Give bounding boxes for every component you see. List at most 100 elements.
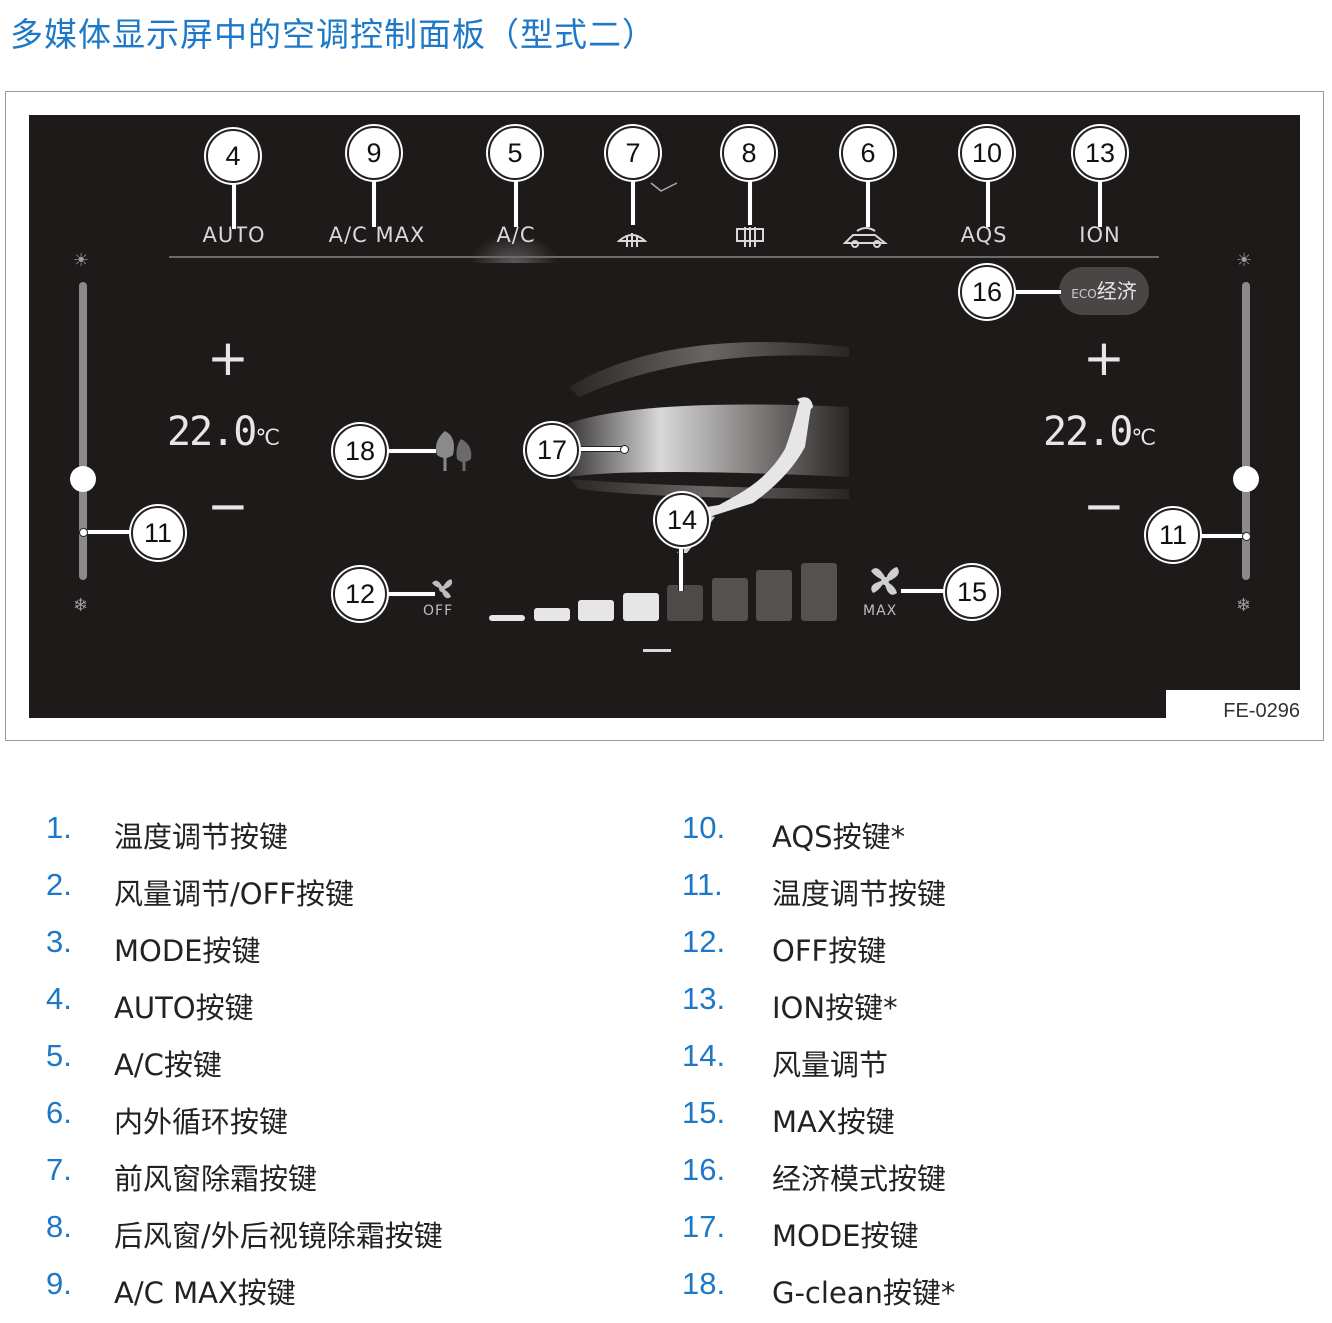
recirculation-button[interactable]	[841, 225, 891, 249]
ac-button[interactable]: A/C	[496, 223, 536, 247]
legend-text: 温度调节按键	[772, 877, 947, 911]
right-temp-display: 22.0℃	[1043, 409, 1156, 455]
legend-text: 温度调节按键	[114, 820, 289, 854]
figure-code: FE-0296	[1166, 690, 1300, 730]
legend-text: AUTO按键	[114, 991, 254, 1025]
temp-unit: ℃	[255, 426, 280, 451]
mode-button[interactable]	[549, 327, 869, 557]
callout-8: 8	[722, 126, 776, 180]
left-temp-knob[interactable]	[70, 466, 96, 492]
aqs-button[interactable]: AQS	[960, 223, 1008, 247]
right-temp-knob[interactable]	[1233, 466, 1259, 492]
snowflake-icon: ❄	[73, 595, 89, 616]
legend-number: 14.	[682, 1038, 726, 1073]
recirculation-icon	[842, 227, 888, 248]
leaf-icon: ECO	[1071, 287, 1097, 301]
legend-number: 15.	[682, 1095, 726, 1130]
gclean-button[interactable]	[427, 425, 481, 475]
legend-text: A/C按键	[114, 1048, 222, 1082]
callout-dot	[1242, 532, 1251, 541]
ac-max-button[interactable]: A/C MAX	[328, 223, 426, 247]
fan-icon	[432, 579, 453, 599]
legend-text: 内外循环按键	[114, 1105, 289, 1139]
callout-13: 13	[1073, 126, 1127, 180]
fan-max-label: MAX	[863, 603, 898, 619]
fan-speed-bar[interactable]	[533, 607, 570, 621]
legend-number: 5.	[46, 1038, 72, 1073]
left-temp-display: 22.0℃	[167, 409, 280, 455]
fan-speed-bar[interactable]	[667, 585, 703, 621]
legend-item: 9.A/C MAX按键	[46, 1266, 646, 1323]
fan-speed-bar[interactable]	[756, 570, 792, 621]
right-temp-minus-button[interactable]: −	[1083, 477, 1125, 535]
callout-stem	[985, 179, 991, 227]
callout-stem	[1189, 533, 1247, 539]
callout-stem	[1009, 289, 1061, 295]
fan-speed-bar[interactable]	[800, 562, 837, 621]
callout-14: 14	[655, 493, 709, 547]
fan-speed-bar[interactable]	[489, 615, 525, 621]
ion-button[interactable]: ION	[1079, 223, 1121, 247]
right-temp-slider[interactable]	[1242, 282, 1250, 580]
legend-item: 1. 温度调节按键	[46, 810, 646, 867]
callout-12: 12	[333, 567, 387, 621]
fan-minus-indicator	[643, 649, 671, 652]
legend-text: 风量调节/OFF按键	[114, 877, 354, 911]
legend-number: 4.	[46, 981, 72, 1016]
callout-11-left: 11	[131, 506, 185, 560]
callout-16: 16	[960, 265, 1014, 319]
callout-stem	[747, 179, 753, 225]
legend-item: 16. 经济模式按键	[682, 1152, 1282, 1209]
top-divider	[169, 256, 1159, 258]
legend-text: ION按键*	[772, 991, 898, 1025]
fan-speed-bar[interactable]	[711, 577, 748, 621]
legend-number: 16.	[682, 1152, 726, 1187]
eco-mode-button[interactable]: ECO经济	[1059, 267, 1149, 315]
left-temp-minus-button[interactable]: −	[207, 477, 249, 535]
callout-stem	[575, 446, 627, 452]
callout-15: 15	[945, 565, 999, 619]
legend-item: 18.G-clean按键*	[682, 1266, 1282, 1323]
callout-dot	[79, 528, 88, 537]
left-temp-plus-button[interactable]: +	[207, 329, 249, 387]
eco-label: 经济	[1096, 279, 1137, 303]
legend-item: 4. AUTO按键	[46, 981, 646, 1038]
callout-18: 18	[333, 424, 387, 478]
callout-stem	[901, 588, 951, 594]
fan-speed-bar[interactable]	[578, 600, 614, 621]
legend-text: A/C MAX按键	[114, 1276, 296, 1310]
fan-speed-bars[interactable]	[489, 562, 837, 621]
left-temp-slider[interactable]	[79, 282, 87, 580]
right-temp-plus-button[interactable]: +	[1083, 329, 1125, 387]
callout-stem	[81, 529, 141, 535]
legend-number: 1.	[46, 810, 72, 845]
fan-speed-bar[interactable]	[622, 592, 659, 621]
legend-text: OFF按键	[772, 934, 887, 968]
fan-off-button[interactable]: OFF	[419, 577, 465, 621]
callout-10: 10	[960, 126, 1014, 180]
front-defrost-icon	[616, 233, 648, 247]
legend-number: 13.	[682, 981, 726, 1016]
legend-text: 风量调节	[772, 1048, 889, 1082]
fan-icon	[871, 567, 899, 595]
callout-stem	[865, 179, 871, 227]
legend-item: 6.内外循环按键	[46, 1095, 646, 1152]
left-temp-value: 22.0	[167, 409, 257, 455]
legend-item: 10.AQS按键*	[682, 810, 1282, 867]
snowflake-icon: ❄	[1236, 595, 1252, 616]
rear-defrost-button[interactable]	[735, 223, 765, 249]
legend-item: 2.风量调节/OFF按键	[46, 867, 646, 924]
legend-item: 14. 风量调节	[682, 1038, 1282, 1095]
legend-number: 7.	[46, 1152, 72, 1187]
legend-item: 15. MAX按键	[682, 1095, 1282, 1152]
fan-max-button[interactable]: MAX	[859, 563, 909, 623]
callout-17: 17	[525, 423, 579, 477]
callout-stem	[381, 448, 436, 454]
callout-stem	[371, 179, 377, 227]
legend-text: 经济模式按键	[772, 1162, 947, 1196]
legend-text: MAX按键	[772, 1105, 895, 1139]
tree-icon	[436, 431, 472, 471]
front-defrost-button[interactable]	[616, 221, 648, 249]
